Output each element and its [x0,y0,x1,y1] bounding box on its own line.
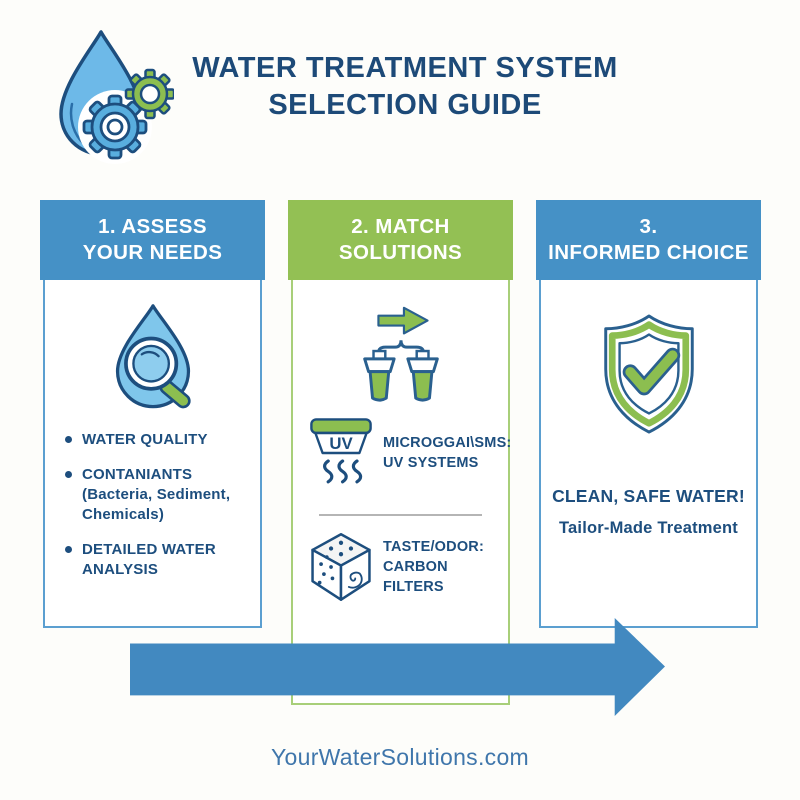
water-analysis-icon [115,304,191,409]
uv-label-line1: MICROGGAI\SMS: [383,435,512,451]
bullet-dot-icon [65,471,72,478]
list-item: CONTANIANTS (Bacteria, Sediment, Chemica… [65,465,250,525]
column3-header-line2: INFORMED CHOICE [548,241,749,264]
column1-header-line1: 1. ASSESS [98,215,207,238]
column2-header-line1: 2. MATCH [351,215,450,238]
website-url: YourWaterSolutions.com [270,744,530,770]
filter-system-icon [362,306,439,402]
list-item: DETAILED WATER ANALYSIS [65,540,250,580]
carbon-label-line2: CARBON FILTERS [383,559,448,595]
column3-header: 3. INFORMED CHOICE [536,200,761,280]
carbon-solution-label: TASTE/ODOR: CARBON FILTERS [383,537,500,597]
column2-body: UV MICROGGAI\SMS: UV SYSTEMS [291,280,511,705]
uv-label-line2: UV SYSTEMS [383,455,479,471]
carbon-filter-icon [311,533,371,601]
list-item: WATER QUALITY [65,430,250,450]
column2-header: 2. MATCH SOLUTIONS [288,200,513,280]
result-clean-safe-water: CLEAN, SAFE WATER! [552,486,745,506]
uv-system-icon: UV [310,418,372,484]
bullet-dot-icon [65,546,72,553]
column1-body: WATER QUALITY CONTANIANTS (Bacteria, Sed… [43,280,262,628]
page-title-line1: WATER TREATMENT SYSTEM [192,52,618,84]
solution-carbon-row: TASTE/ODOR: CARBON FILTERS [305,530,500,604]
bullet-contaminants: CONTANIANTS (Bacteria, Sediment, Chemica… [82,466,231,523]
column1-header: 1. ASSESS YOUR NEEDS [40,200,265,280]
column2-header-line2: SOLUTIONS [338,241,463,264]
bullet-detailed-analysis: DETAILED WATER ANALYSIS [82,541,216,578]
result-tailor-made: Tailor-Made Treatment [558,519,738,537]
shield-check-icon [603,314,694,434]
column-informed-choice: 3. INFORMED CHOICE CLEAN, SAFE WATER! Ta… [536,200,761,628]
column1-header-line2: YOUR NEEDS [82,241,223,264]
column3-header-line1: 3. [639,215,658,238]
solutions-divider [319,514,482,516]
column3-body: CLEAN, SAFE WATER! Tailor-Made Treatment [539,280,758,628]
solution-uv-row: UV MICROGGAI\SMS: UV SYSTEMS [305,412,511,494]
column-assess-your-needs: 1. ASSESS YOUR NEEDS WATER QUALITY CONTA… [40,200,265,628]
page-title: WATER TREATMENT SYSTEM SELECTION GUIDE [165,50,645,124]
page-title-line2: SELECTION GUIDE [268,89,542,121]
column-match-solutions: 2. MATCH SOLUTIONS UV [288,200,513,705]
water-drop-gears-icon [52,26,174,166]
bullet-dot-icon [65,436,72,443]
big-blue-gear [82,94,148,160]
uv-solution-label: MICROGGAI\SMS: UV SYSTEMS [383,433,511,473]
svg-text:UV: UV [329,434,353,453]
needs-list: WATER QUALITY CONTANIANTS (Bacteria, Sed… [65,430,250,580]
carbon-label-line1: TASTE/ODOR: [383,539,485,555]
bullet-water-quality: WATER QUALITY [82,431,208,448]
